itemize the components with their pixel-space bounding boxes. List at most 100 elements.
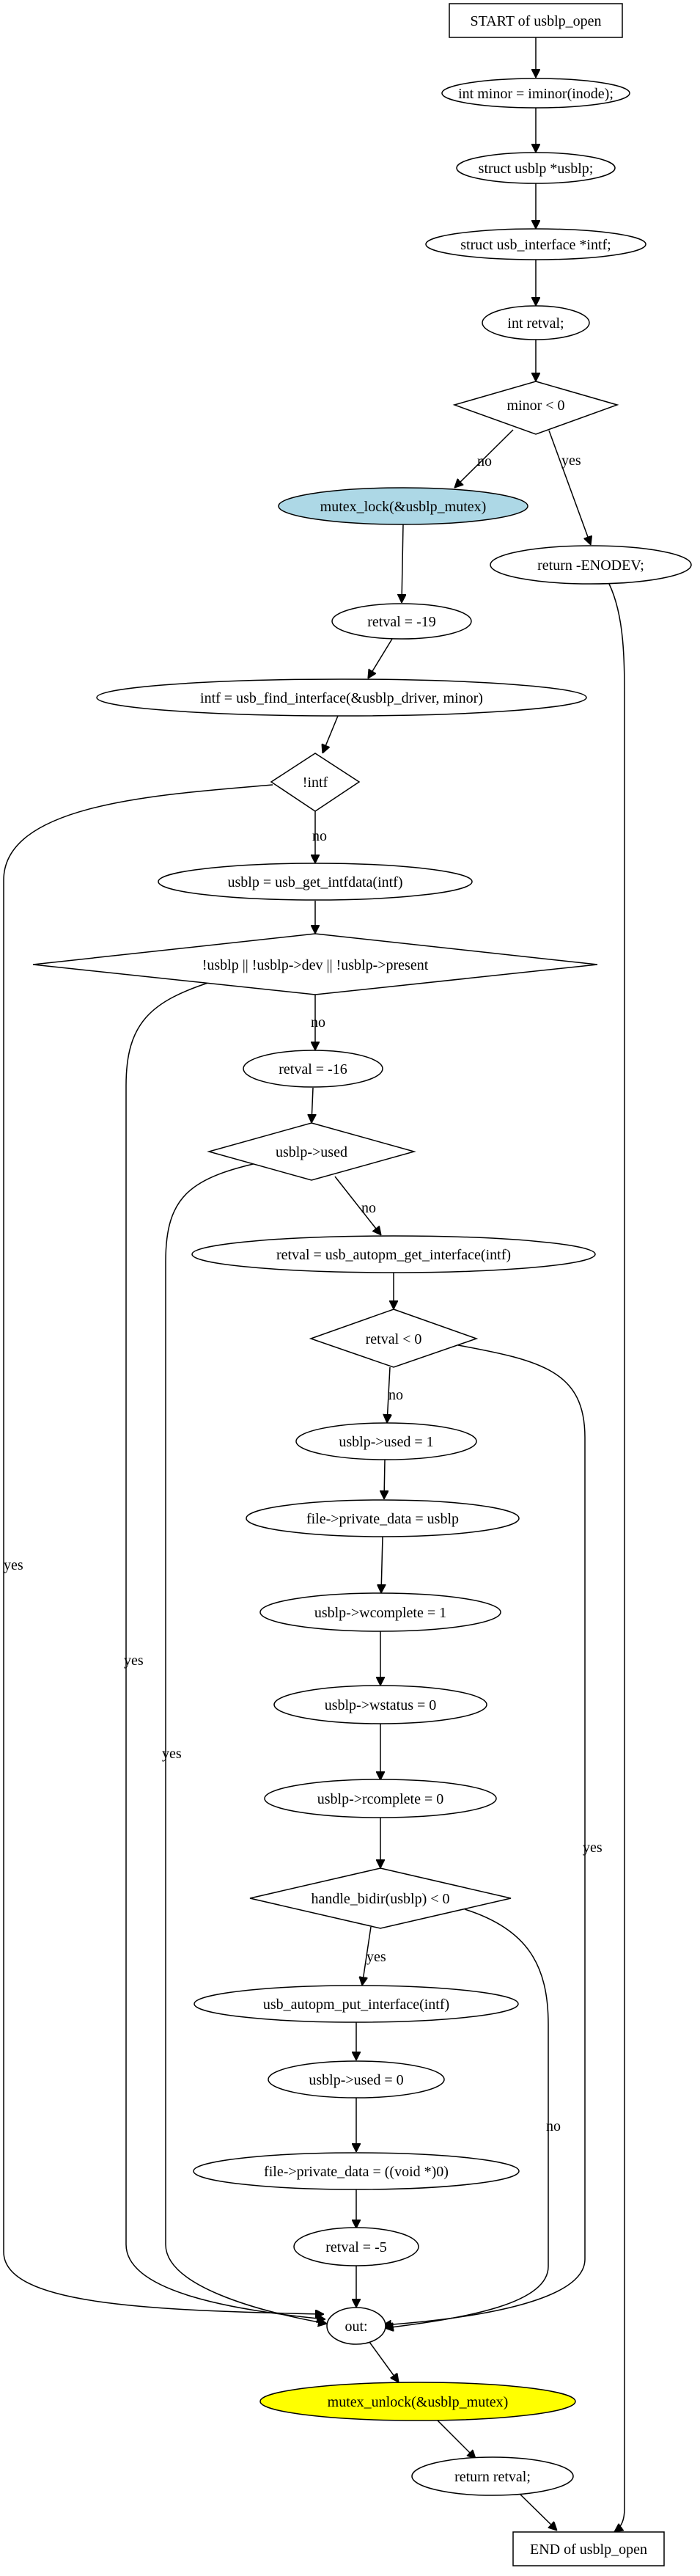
edge-return-enodev-end [608, 583, 625, 2532]
node-cond-present-label: !usblp || !usblp->dev || !usblp->present [202, 957, 429, 973]
node-get-intfdata-label: usblp = usb_get_intfdata(intf) [227, 874, 402, 890]
edge-retval-16-cond-used [312, 1087, 313, 1123]
node-return-retval-label: return retval; [454, 2469, 531, 2485]
node-mutex-lock-label: mutex_lock(&usblp_mutex) [320, 499, 487, 515]
node-usblp-decl: struct usblp *usblp; [456, 152, 616, 184]
node-retval-19: retval = -19 [331, 603, 472, 640]
node-cond-intf-label: !intf [303, 775, 328, 791]
node-start: START of usblp_open [449, 3, 623, 38]
node-return-enodev: return -ENODEV; [490, 545, 692, 585]
node-private-data-label: file->private_data = usblp [306, 1511, 459, 1527]
node-retval-19-label: retval = -19 [367, 614, 435, 630]
node-out: out: [326, 2307, 386, 2345]
node-autopm-put-label: usb_autopm_put_interface(intf) [263, 1997, 449, 2013]
edge-label-minor-yes: yes [561, 453, 581, 469]
node-cond-bidir-label: handle_bidir(usblp) < 0 [311, 1891, 449, 1907]
node-mutex-unlock-shape [259, 2382, 576, 2421]
node-minor-decl-label: int minor = iminor(inode); [458, 86, 614, 102]
node-cond-used: usblp->used [207, 1122, 416, 1181]
node-retval-decl-label: int retval; [507, 315, 564, 332]
nodes: START of usblp_open int minor = iminor(i… [32, 3, 692, 2566]
node-wcomplete-label: usblp->wcomplete = 1 [314, 1605, 446, 1621]
edge-find-intf-cond-intf [323, 715, 339, 753]
edge-mutex-unlock-return-retval [437, 2420, 476, 2459]
node-start-label: START of usblp_open [470, 13, 601, 29]
node-rcomplete: usblp->rcomplete = 0 [264, 1779, 497, 1818]
node-mutex-unlock-label: mutex_unlock(&usblp_mutex) [328, 2394, 509, 2410]
node-cond-present: !usblp || !usblp->dev || !usblp->present [32, 933, 598, 995]
edge-labels: no yes no yes no yes no yes no yes yes n… [4, 453, 603, 2134]
node-wcomplete: usblp->wcomplete = 1 [259, 1592, 501, 1632]
node-cond-used-label: usblp->used [276, 1144, 347, 1160]
node-used-0-label: usblp->used = 0 [309, 2072, 403, 2088]
node-out-label: out: [345, 2319, 367, 2335]
edge-out-mutex-unlock [369, 2341, 399, 2382]
node-private-null-label: file->private_data = ((void *)0) [264, 2164, 449, 2180]
edge-cond-minor-mutex-lock [454, 429, 514, 488]
node-autopm-get-label: retval = usb_autopm_get_interface(intf) [276, 1247, 511, 1263]
node-end: END of usblp_open [512, 2531, 665, 2566]
node-retval-5-label: retval = -5 [325, 2239, 386, 2255]
node-retval-5: retval = -5 [293, 2227, 419, 2266]
node-mutex-unlock: mutex_unlock(&usblp_mutex) [259, 2382, 576, 2421]
edge-private-data-wcomplete [381, 1536, 383, 1593]
node-cond-minor: minor < 0 [452, 381, 619, 435]
edge-label-intf-no: no [312, 828, 327, 844]
node-end-label: END of usblp_open [530, 2542, 647, 2558]
edge-label-present-yes: yes [124, 1653, 144, 1669]
node-minor-decl: int minor = iminor(inode); [441, 78, 630, 109]
node-find-intf: intf = usb_find_interface(&usblp_driver,… [96, 678, 587, 717]
edge-used-1-private-data [384, 1459, 385, 1499]
node-cond-retval: retval < 0 [309, 1309, 479, 1368]
node-find-intf-label: intf = usb_find_interface(&usblp_driver,… [200, 690, 483, 706]
node-retval-16: retval = -16 [243, 1050, 383, 1088]
node-autopm-put: usb_autopm_put_interface(intf) [194, 1985, 519, 2023]
node-intf-decl: struct usb_interface *intf; [425, 228, 646, 260]
node-cond-retval-label: retval < 0 [366, 1331, 422, 1347]
node-used-1: usblp->used = 1 [295, 1422, 477, 1460]
edge-cond-intf-out [3, 784, 324, 2314]
node-retval-decl: int retval; [482, 305, 590, 340]
edge-label-used-no: no [361, 1200, 376, 1216]
node-private-data: file->private_data = usblp [246, 1499, 520, 1537]
edge-label-retval-yes: yes [583, 1840, 603, 1856]
edge-label-intf-yes: yes [4, 1557, 23, 1573]
edge-cond-minor-return-enodev [548, 430, 591, 545]
edge-return-retval-end [519, 2493, 557, 2531]
node-cond-minor-label: minor < 0 [506, 398, 564, 414]
edge-label-minor-no: no [477, 453, 492, 469]
edge-label-bidir-no: no [546, 2118, 561, 2134]
edge-cond-bidir-out [385, 1909, 549, 2328]
edge-label-used-yes: yes [162, 1746, 182, 1762]
edge-cond-bidir-autopm-put [362, 1926, 372, 1986]
node-retval-16-label: retval = -16 [279, 1061, 347, 1077]
node-used-1-label: usblp->used = 1 [339, 1434, 433, 1450]
node-get-intfdata: usblp = usb_get_intfdata(intf) [158, 863, 473, 901]
node-return-enodev-label: return -ENODEV; [537, 557, 644, 574]
node-wstatus-label: usblp->wstatus = 0 [325, 1697, 437, 1713]
node-wstatus: usblp->wstatus = 0 [273, 1685, 487, 1724]
node-mutex-lock-shape [278, 487, 528, 525]
node-intf-decl-label: struct usb_interface *intf; [460, 237, 611, 253]
node-used-0: usblp->used = 0 [268, 2060, 445, 2099]
node-private-null: file->private_data = ((void *)0) [193, 2152, 520, 2190]
edge-mutex-lock-retval-19 [402, 524, 403, 603]
edge-cond-used-out [165, 1160, 327, 2324]
edge-label-retval-no: no [388, 1387, 403, 1403]
edge-cond-retval-used-1 [387, 1366, 390, 1423]
node-cond-bidir: handle_bidir(usblp) < 0 [249, 1867, 512, 1929]
node-autopm-get: retval = usb_autopm_get_interface(intf) [191, 1235, 596, 1273]
node-return-retval: return retval; [411, 2456, 574, 2496]
node-rcomplete-label: usblp->rcomplete = 0 [317, 1791, 444, 1807]
node-cond-intf: !intf [270, 753, 361, 812]
edge-label-present-no: no [311, 1014, 325, 1031]
node-mutex-lock: mutex_lock(&usblp_mutex) [278, 487, 528, 525]
edges [3, 37, 625, 2532]
edge-cond-used-autopm-get [334, 1176, 381, 1235]
node-usblp-decl-label: struct usblp *usblp; [479, 161, 594, 177]
edge-cond-present-out [125, 981, 325, 2319]
edge-label-bidir-yes: yes [366, 1949, 386, 1965]
edge-retval-19-find-intf [368, 638, 393, 678]
edge-cond-retval-out [383, 1344, 586, 2325]
